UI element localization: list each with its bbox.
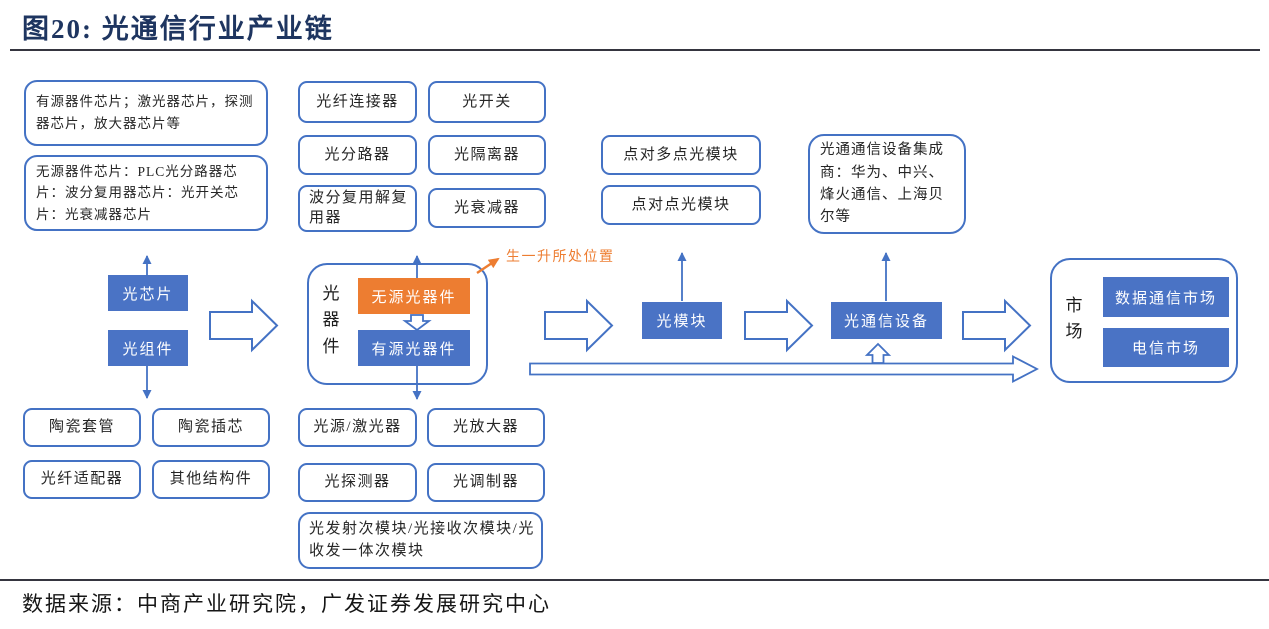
box-ceramic-ferrule: 陶瓷插芯 [152,408,270,447]
box-p2mp-module: 点对多点光模块 [601,135,761,175]
arrow-stage-3 [744,300,813,351]
box-optical-switch: 光开关 [428,81,546,123]
chain-datacom-market: 数据通信市场 [1103,277,1229,317]
arrow-stage-2 [544,300,613,351]
box-other-structural: 其他结构件 [152,460,270,499]
arrow-stage-4 [962,300,1031,351]
chain-telecom-market: 电信市场 [1103,328,1229,367]
annotation-position-label: 生一升所处位置 [506,250,615,265]
figure-title: 图20: 光通信行业产业链 [22,14,334,44]
box-ceramic-sleeve: 陶瓷套管 [23,408,141,447]
chain-optical-module: 光模块 [642,302,722,339]
label-market: 市场 [1065,296,1083,342]
label-optical-device: 光器件 [322,284,340,356]
box-optical-modulator: 光调制器 [427,463,545,502]
box-fiber-connector: 光纤连接器 [298,81,417,123]
header-rule [10,49,1260,51]
box-fiber-adapter: 光纤适配器 [23,460,141,499]
note-passive-chips: 无源器件芯片：PLC光分路器芯片：波分复用器芯片：光开关芯片：光衰减器芯片 [24,155,268,231]
box-photodetector: 光探测器 [298,463,417,502]
box-p2p-module: 点对点光模块 [601,185,761,225]
box-optical-attenuator: 光衰减器 [428,188,546,228]
chain-passive-optical-device: 无源光器件 [358,278,470,314]
data-source: 数据来源：中商产业研究院，广发证券发展研究中心 [22,592,551,616]
chain-active-optical-device: 有源光器件 [358,330,470,366]
arrow-long-bypass [529,355,1039,383]
box-optical-amplifier: 光放大器 [427,408,545,447]
box-optical-isolator: 光隔离器 [428,135,546,175]
note-equipment-integrators: 光通通信设备集成商：华为、中兴、烽火通信、上海贝尔等 [808,134,966,234]
footer-rule [0,579,1269,581]
arrow-bypass-to-equipment [864,342,892,364]
box-light-source-laser: 光源/激光器 [298,408,417,447]
box-wdm-mux: 波分复用解复用器 [298,185,417,232]
chain-optical-component: 光组件 [108,330,188,366]
arrow-stage-1 [209,300,278,351]
note-active-chips: 有源器件芯片；激光器芯片，探测器芯片，放大器芯片等 [24,80,268,146]
box-tosa-rosa-bosa: 光发射次模块/光接收次模块/光收发一体次模块 [298,512,543,569]
box-optical-splitter: 光分路器 [298,135,417,175]
chain-optical-equipment: 光通信设备 [831,302,942,339]
chain-optical-chip: 光芯片 [108,275,188,311]
